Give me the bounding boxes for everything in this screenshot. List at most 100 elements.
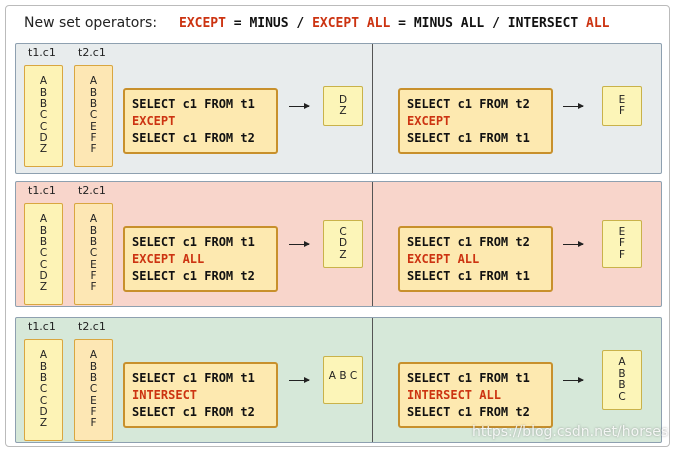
result-value: E	[618, 93, 626, 106]
result-value: F	[618, 248, 626, 261]
t1-value: C	[39, 120, 48, 133]
t1-label: t1.c1	[28, 184, 56, 197]
t1-value: Z	[39, 281, 48, 294]
arrow-left	[289, 103, 310, 109]
t1-value: B	[39, 360, 48, 373]
t2-value: A	[89, 75, 98, 88]
query-line: SELECT c1 FROM t1	[407, 371, 530, 385]
t1-value: B	[39, 86, 48, 99]
t1-value: Z	[39, 143, 48, 156]
op-except: EXCEPT	[179, 16, 226, 31]
t2-value: E	[90, 394, 97, 407]
t1-value: B	[39, 224, 48, 237]
t2-value: C	[89, 383, 98, 396]
t1-value: C	[39, 383, 48, 396]
result-value: C	[339, 225, 347, 238]
query-line: SELECT c1 FROM t1	[132, 97, 255, 111]
result-value: C	[618, 390, 626, 403]
query-line: SELECT c1 FROM t2	[132, 131, 255, 145]
result-value: A	[618, 356, 626, 368]
query-line: SELECT c1 FROM t1	[132, 235, 255, 249]
t2-value: E	[90, 258, 97, 271]
t2-value: B	[89, 86, 98, 99]
op-except-all: EXCEPT ALL	[312, 16, 391, 31]
op-equals-minus-all-intersect: = MINUS ALL / INTERSECT	[390, 16, 587, 31]
result-value: A B C	[328, 370, 358, 383]
t2-value: E	[90, 120, 97, 133]
t2-value: B	[89, 224, 98, 237]
query-box-left: SELECT c1 FROM t1 EXCEPT ALL SELECT c1 FRO…	[123, 226, 278, 292]
header-title: New set operators:	[24, 15, 158, 31]
section-divider	[372, 318, 373, 442]
query-line: SELECT c1 FROM t2	[407, 97, 530, 111]
t1-value: A	[39, 75, 48, 88]
t1-value: Z	[39, 417, 48, 430]
t2-value: B	[89, 372, 98, 385]
t2-value: C	[89, 247, 98, 260]
t1-value: A	[39, 349, 48, 362]
query-line: INTERSECT	[132, 388, 198, 402]
arrow-left	[289, 377, 310, 383]
query-box-left: SELECT c1 FROM t1 EXCEPT SELECT c1 FROM t2	[123, 88, 278, 154]
t2-value: F	[90, 143, 97, 156]
t2-value: A	[89, 349, 98, 362]
t1-value: C	[39, 394, 48, 407]
watermark: https://blog.csdn.net/horses	[472, 424, 669, 440]
header-operators: EXCEPT = MINUS / EXCEPT ALL = MINUS ALL …	[179, 16, 610, 31]
t2-value: F	[90, 281, 97, 294]
t1-label: t1.c1	[28, 320, 56, 333]
result-value: D	[338, 93, 348, 106]
t2-value: B	[89, 98, 98, 111]
result-value: Z	[339, 248, 347, 261]
query-line: EXCEPT ALL	[407, 252, 480, 266]
query-line: SELECT c1 FROM t2	[132, 405, 255, 419]
t2-label: t2.c1	[78, 184, 106, 197]
section-divider	[372, 182, 373, 306]
t2-label: t2.c1	[78, 46, 106, 59]
query-line: EXCEPT ALL	[132, 252, 205, 266]
arrow-left	[289, 241, 310, 247]
query-line: SELECT c1 FROM t2	[132, 269, 255, 283]
t2-value: B	[89, 360, 98, 373]
query-line: SELECT c1 FROM t2	[407, 235, 530, 249]
t2-value: C	[89, 109, 98, 122]
t2-label: t2.c1	[78, 320, 106, 333]
op-all: ALL	[586, 16, 610, 31]
t2-value: B	[89, 236, 98, 249]
t1-value: A	[39, 213, 48, 226]
op-equals-minus: = MINUS /	[225, 16, 313, 31]
t1-value: C	[39, 109, 48, 122]
query-line: SELECT c1 FROM t1	[407, 131, 530, 145]
arrow-right	[563, 103, 584, 109]
arrow-right	[563, 377, 584, 383]
result-value: E	[618, 225, 626, 238]
result-value: Z	[339, 105, 347, 117]
query-line: SELECT c1 FROM t1	[132, 371, 255, 385]
t1-value: C	[39, 247, 48, 260]
t2-value: F	[90, 417, 97, 430]
t1-value: D	[39, 405, 48, 418]
t1-value: B	[39, 98, 48, 111]
t2-value: F	[90, 131, 97, 144]
t2-value: F	[90, 405, 97, 418]
t1-label: t1.c1	[28, 46, 56, 59]
t1-value: D	[39, 131, 48, 144]
query-box-left: SELECT c1 FROM t1 INTERSECT SELECT c1 FROM…	[123, 362, 278, 428]
t1-value: D	[39, 269, 48, 282]
t1-value: B	[39, 236, 48, 249]
query-line: SELECT c1 FROM t2	[407, 405, 530, 419]
query-line: EXCEPT	[132, 114, 176, 128]
